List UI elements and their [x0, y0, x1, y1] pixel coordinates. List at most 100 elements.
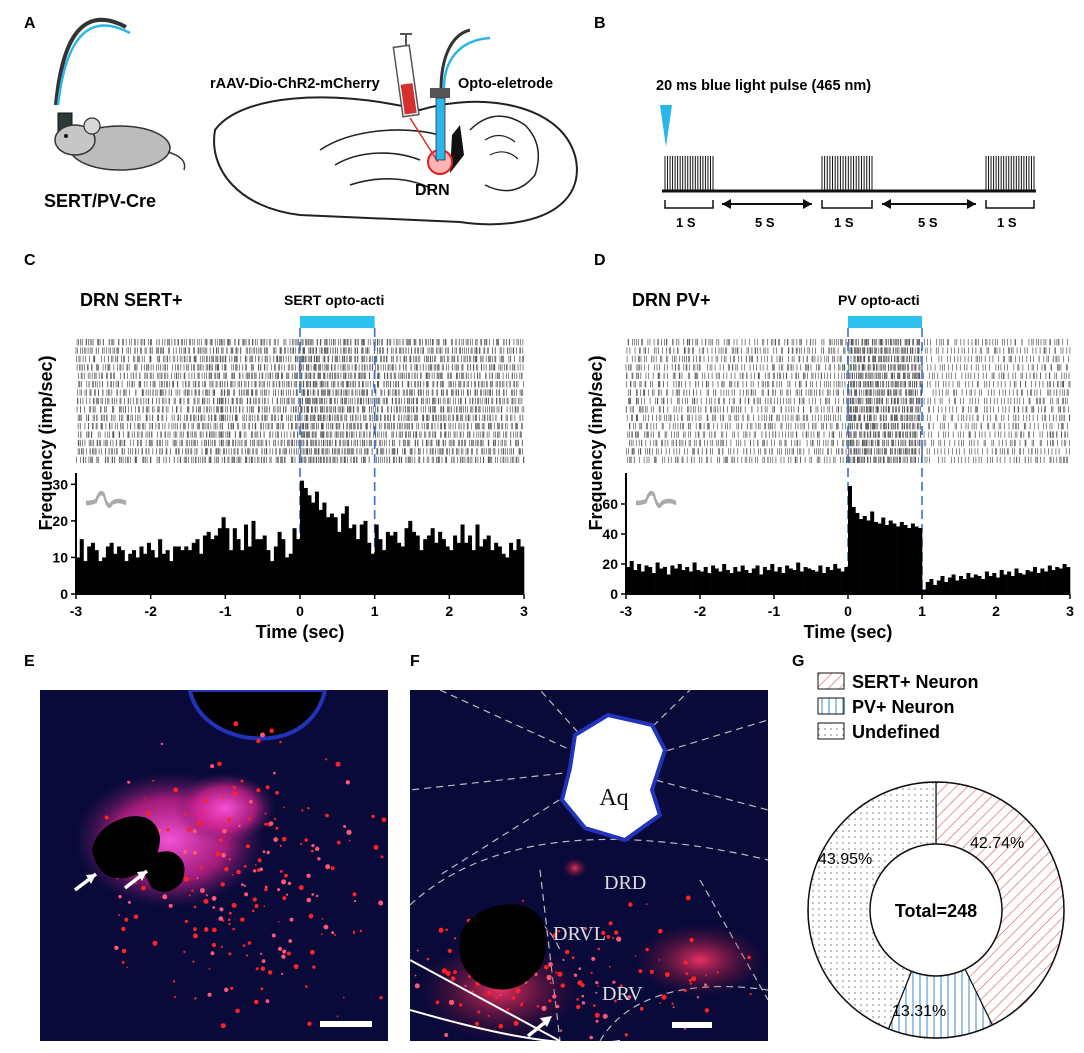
- histogram-bar: [344, 506, 349, 594]
- gap-arrow-1: 5 S: [722, 199, 812, 230]
- histogram-bar: [173, 546, 178, 594]
- histogram-bar: [113, 553, 118, 594]
- histogram-bar: [307, 495, 312, 594]
- train-bracket-3: 1 S: [985, 200, 1035, 230]
- histogram-bar: [471, 550, 476, 595]
- histogram-bar: [363, 520, 368, 595]
- histogram-bar: [445, 546, 450, 594]
- histogram-bar: [322, 502, 327, 594]
- histogram-bar: [277, 531, 282, 594]
- histogram-bar: [404, 528, 409, 594]
- histogram-bar: [497, 546, 502, 594]
- histogram-bar: [120, 550, 125, 595]
- histogram-bar: [412, 531, 417, 594]
- mouse-genotype-label: SERT/PV-Cre: [44, 191, 156, 211]
- histogram-bar: [288, 553, 293, 594]
- drn-label: DRN: [415, 182, 450, 199]
- x-tick-label: 2: [445, 603, 453, 619]
- histogram-bar: [217, 528, 222, 594]
- histogram-bar: [520, 546, 525, 594]
- histogram-bar: [426, 535, 431, 594]
- histogram-bar: [494, 542, 499, 594]
- gap-arrow-2: 5 S: [882, 199, 976, 230]
- histogram-bar: [441, 539, 446, 594]
- histogram-bar: [90, 542, 95, 594]
- off-duration-label-1: 5 S: [755, 215, 775, 230]
- x-tick-label: 3: [520, 603, 528, 619]
- x-tick-label: -3: [70, 603, 83, 619]
- off-duration-label-2: 5 S: [918, 215, 938, 230]
- histogram-bar: [415, 535, 420, 594]
- on-duration-label-3: 1 S: [997, 215, 1017, 230]
- y-axis-label-d: Frequency (imp/sec): [586, 355, 606, 530]
- brain-sagittal-outline: [213, 96, 578, 226]
- histogram-bar: [76, 557, 81, 594]
- syringe-icon: [392, 33, 439, 163]
- histogram-bar: [225, 528, 230, 594]
- histogram-bar: [300, 480, 305, 594]
- histogram-bar: [184, 546, 189, 594]
- histogram-bar: [161, 553, 166, 594]
- y-tick-label: 30: [52, 476, 68, 492]
- stim-label-c: SERT opto-acti: [284, 292, 384, 308]
- histogram-bar: [236, 539, 241, 594]
- histogram-bar: [509, 542, 514, 594]
- train-bracket-1: 1 S: [664, 200, 714, 230]
- histogram-bar: [105, 546, 110, 594]
- x-tick-label: 1: [371, 603, 379, 619]
- pulse-description: 20 ms blue light pulse (465 nm): [656, 78, 871, 94]
- histogram-bar: [505, 557, 510, 594]
- histogram-bar: [79, 539, 84, 594]
- histogram-bar: [311, 502, 316, 594]
- histogram-bar: [83, 561, 88, 594]
- histogram-bar: [124, 561, 129, 594]
- histogram-bar: [341, 513, 346, 594]
- histogram-bar: [206, 531, 211, 594]
- histogram-bar: [378, 539, 383, 594]
- histogram-bar: [94, 550, 99, 595]
- histogram-bar: [132, 550, 137, 595]
- histogram-bar: [98, 561, 103, 594]
- histogram-bar: [479, 546, 484, 594]
- histogram-bar: [423, 539, 428, 594]
- histogram-bar: [490, 550, 495, 595]
- histogram-bar: [486, 535, 491, 594]
- histogram-bar: [281, 539, 286, 594]
- histogram-bar: [333, 517, 338, 594]
- histogram-bar: [262, 535, 267, 594]
- histogram-bar: [240, 550, 245, 595]
- histogram-bar: [453, 535, 458, 594]
- histogram-bar: [273, 546, 278, 594]
- histogram-bar: [109, 542, 114, 594]
- histogram-bar: [438, 531, 443, 594]
- histogram-bar: [359, 524, 364, 594]
- opto-electrode-icon: [430, 28, 491, 161]
- panel-letter-a: A: [24, 15, 36, 32]
- histogram-bar: [169, 561, 174, 594]
- histogram-bar: [232, 528, 237, 594]
- y-tick-label: 0: [60, 586, 68, 602]
- x-axis-label-c: Time (sec): [256, 622, 345, 642]
- mouse-illustration: [54, 17, 186, 171]
- histogram-bar: [326, 517, 331, 594]
- cell-type-label-c: DRN SERT+: [80, 290, 183, 310]
- histogram-bar: [146, 542, 151, 594]
- histogram-bar: [285, 557, 290, 594]
- histogram-bar: [292, 528, 297, 594]
- histogram-bar: [87, 546, 92, 594]
- y-tick-label: 10: [52, 549, 68, 565]
- x-axis-label-d: Time (sec): [804, 622, 893, 642]
- panel-c: C DRN SERT+ SERT opto-acti Frequency (im…: [24, 252, 528, 642]
- histogram-bar: [389, 535, 394, 594]
- panel-letter-d: D: [594, 252, 606, 269]
- histogram-bar: [374, 524, 379, 594]
- histogram-bar: [128, 553, 133, 594]
- on-duration-label-2: 1 S: [834, 215, 854, 230]
- histogram-bar: [419, 550, 424, 595]
- histogram-bar: [434, 542, 439, 594]
- panel-b: B 20 ms blue light pulse (465 nm) 1 S 5 …: [594, 15, 1036, 230]
- on-duration-label-1: 1 S: [676, 215, 696, 230]
- histogram-bar: [296, 539, 301, 594]
- y-tick-label: 20: [52, 513, 68, 529]
